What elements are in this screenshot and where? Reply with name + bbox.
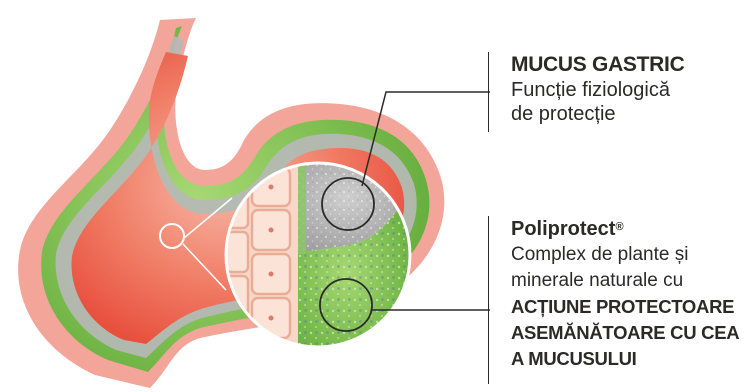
mucus-title: MUCUS GASTRIC bbox=[511, 52, 684, 78]
poliprotect-emphasis-line1: ACȚIUNE PROTECTOARE bbox=[511, 294, 739, 320]
poliprotect-label-divider bbox=[488, 216, 489, 384]
poliprotect-emphasis-line2: ASEMĂNĂTOARE CU CEA bbox=[511, 320, 739, 346]
poliprotect-description-line1: Complex de plante și bbox=[511, 242, 739, 268]
poliprotect-label: Poliprotect® Complex de plante și minera… bbox=[511, 216, 739, 372]
mucus-description-line2: de protecție bbox=[511, 102, 684, 126]
poliprotect-title: Poliprotect® bbox=[511, 216, 739, 242]
poliprotect-description-line2: minerale naturale cu bbox=[511, 268, 739, 294]
poliprotect-emphasis-line3: A MUCUSULUI bbox=[511, 346, 739, 372]
poliprotect-brand-name: Poliprotect bbox=[511, 218, 615, 240]
mucus-label: MUCUS GASTRIC Funcție fiziologică de pro… bbox=[511, 52, 684, 126]
mucus-label-divider bbox=[488, 52, 489, 132]
mucus-description-line1: Funcție fiziologică bbox=[511, 78, 684, 102]
trademark-symbol: ® bbox=[615, 221, 623, 233]
